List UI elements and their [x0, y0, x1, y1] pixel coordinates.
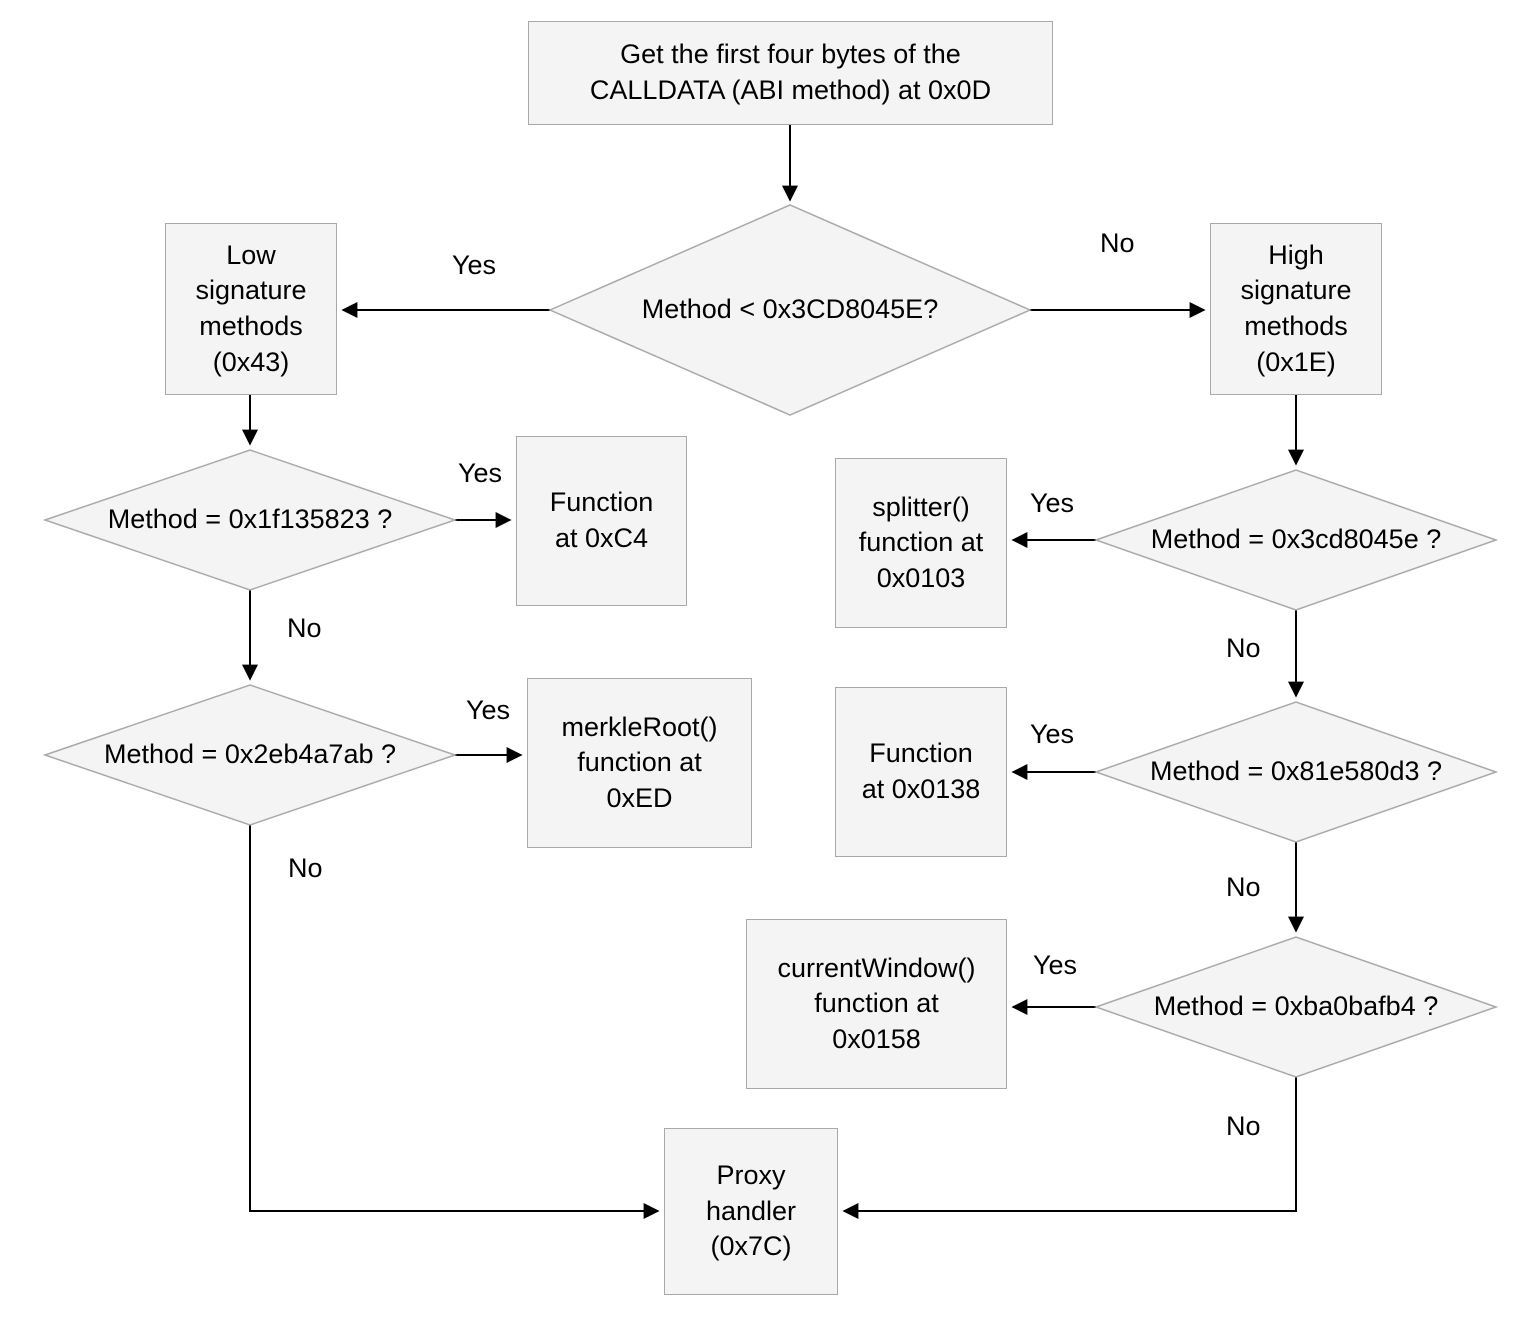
splitter-function-box: splitter() function at 0x0103: [835, 458, 1007, 628]
function-0x0138-box: Function at 0x0138: [835, 687, 1007, 857]
edge-label-1f135823-no: No: [287, 613, 322, 643]
proxy-handler-box: Proxy handler (0x7C): [664, 1128, 838, 1295]
decision-3cd8045e-diamond: [1093, 469, 1499, 611]
edge-label-main-yes: Yes: [452, 250, 497, 280]
decision-1f135823-diamond: [42, 449, 458, 591]
decision-81e580d3-diamond: [1093, 701, 1499, 843]
low-signature-methods-box: Low signature methods (0x43): [165, 223, 337, 395]
edge-label-3cd8045e-no: No: [1226, 633, 1261, 663]
edge-label-ba0bafb4-yes: Yes: [1033, 950, 1078, 980]
decision-2eb4a7ab-diamond: [42, 684, 458, 826]
edge-ba0bafb4-no-to-proxy: [842, 1077, 1297, 1219]
start-box: Get the first four bytes of the CALLDATA…: [528, 21, 1053, 125]
high-signature-methods-box: High signature methods (0x1E): [1210, 223, 1382, 395]
edge-label-2eb4a7ab-no: No: [288, 853, 323, 883]
edge-label-ba0bafb4-no: No: [1226, 1111, 1261, 1141]
decision-ba0bafb4-diamond: [1093, 936, 1499, 1078]
edge-2eb4a7ab-no-to-proxy: [249, 825, 660, 1219]
edge-label-1f135823-yes: Yes: [458, 458, 503, 488]
edge-label-3cd8045e-yes: Yes: [1030, 488, 1075, 518]
decision-main-diamond: [548, 204, 1032, 416]
edge-label-2eb4a7ab-yes: Yes: [466, 695, 511, 725]
edge-label-main-no: No: [1100, 228, 1135, 258]
function-0xc4-box: Function at 0xC4: [516, 436, 687, 606]
merkleroot-function-box: merkleRoot() function at 0xED: [527, 678, 752, 848]
edge-label-81e580d3-no: No: [1226, 872, 1261, 902]
currentwindow-function-box: currentWindow() function at 0x0158: [746, 919, 1007, 1089]
edge-label-81e580d3-yes: Yes: [1030, 719, 1075, 749]
